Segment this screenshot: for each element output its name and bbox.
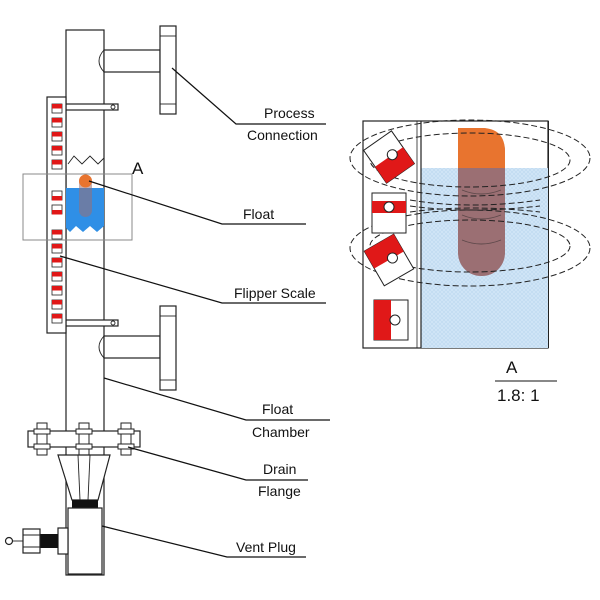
detail-marker-a: A	[132, 159, 144, 178]
label-float-chamber-2: Chamber	[252, 424, 310, 440]
detail-flipper	[362, 130, 416, 184]
flipper-element	[51, 229, 63, 240]
drain-flange	[27, 422, 141, 508]
upper-process-connection	[98, 25, 177, 115]
detail-caption-letter: A	[506, 358, 518, 377]
label-flipper-scale: Flipper Scale	[234, 285, 316, 301]
vent-plug	[4, 507, 103, 575]
callout-labels: Process Connection Float Flipper Scale F…	[234, 105, 318, 555]
detail-caption-scale: 1.8: 1	[497, 386, 540, 405]
detail-flipper	[373, 299, 409, 341]
flipper-element	[51, 131, 63, 142]
lower-process-connection	[98, 305, 177, 391]
flipper-element	[51, 145, 63, 156]
detail-view-a: A 1.8: 1	[349, 119, 591, 405]
label-connection: Connection	[247, 127, 318, 143]
flipper-element	[51, 103, 63, 114]
flipper-element	[51, 285, 63, 296]
flipper-element	[51, 271, 63, 282]
label-flange: Flange	[258, 483, 301, 499]
flipper-element	[51, 190, 63, 201]
label-float: Float	[243, 206, 274, 222]
detail-flipper	[363, 233, 415, 287]
flipper-element	[51, 159, 63, 170]
label-float-chamber-1: Float	[262, 401, 293, 417]
label-vent-plug: Vent Plug	[236, 539, 296, 555]
flipper-element	[51, 299, 63, 310]
flipper-element	[51, 117, 63, 128]
flipper-scale	[46, 96, 67, 334]
label-drain: Drain	[263, 461, 296, 477]
flipper-element	[51, 204, 63, 215]
detail-flipper	[371, 192, 407, 234]
flipper-element	[51, 313, 63, 324]
detail-a-window: A	[22, 155, 144, 241]
flipper-element	[51, 257, 63, 268]
leader-lines	[59, 67, 330, 558]
flipper-element	[51, 243, 63, 254]
label-process: Process	[264, 105, 315, 121]
